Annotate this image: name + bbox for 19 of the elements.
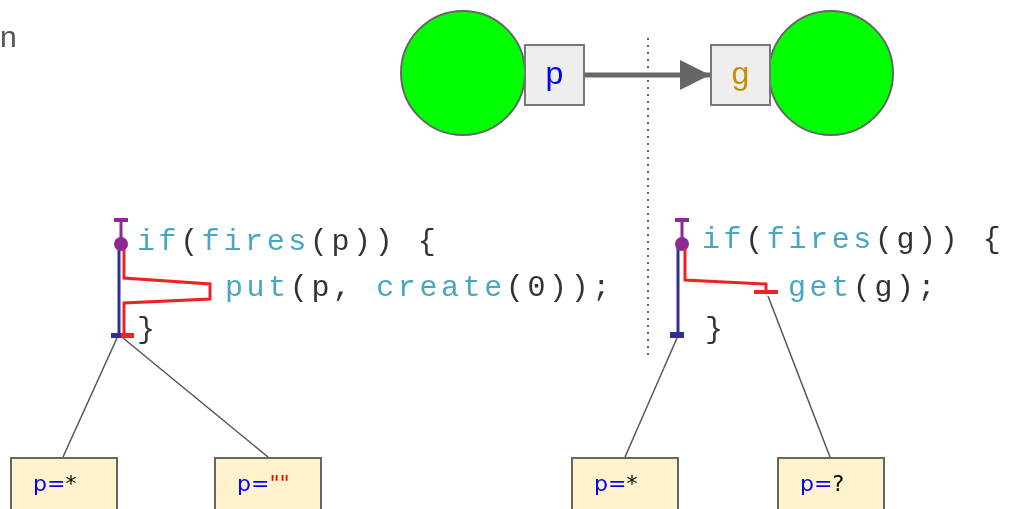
state-box: p=""	[214, 457, 322, 509]
text-fragment: n	[0, 22, 17, 52]
leader-line	[122, 337, 269, 458]
arrow	[585, 60, 710, 90]
code-line: if(fires(g)) {	[702, 222, 1005, 258]
code-line: }	[705, 312, 727, 348]
code-bracket-drawing	[668, 218, 690, 338]
leader-line	[624, 337, 678, 458]
port-box: g	[710, 44, 771, 106]
code-line: }	[137, 312, 159, 348]
code-line: if(fires(p)) {	[137, 224, 440, 260]
state-box: p=*	[571, 457, 679, 509]
code-line: get(g);	[788, 270, 940, 306]
code-line: put(p, create(0));	[225, 270, 614, 306]
state-box: p=?	[777, 457, 885, 509]
state-box: p=*	[10, 457, 118, 509]
leader-line	[62, 337, 118, 458]
leader-line	[767, 295, 831, 458]
port-box: p	[524, 44, 585, 106]
